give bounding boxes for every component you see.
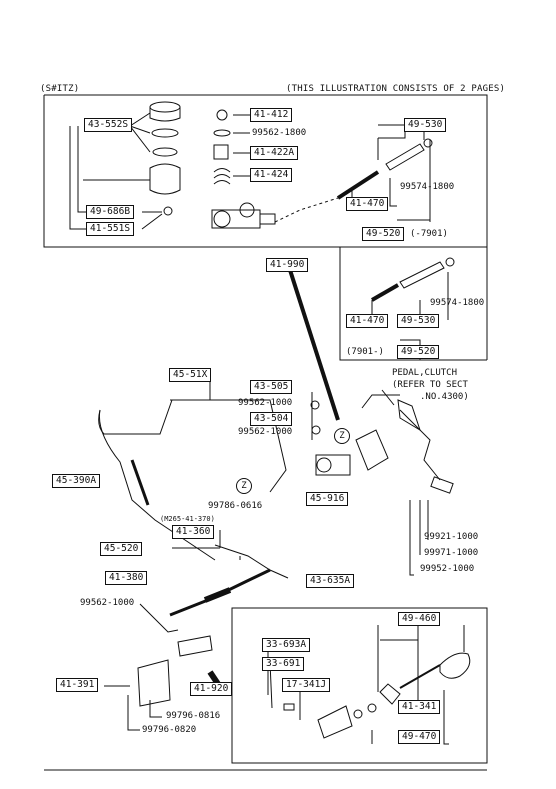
part-number-99921-1000[interactable]: 99921-1000 [424,532,479,542]
part-number-99562-1800[interactable]: 99562-1800 [252,128,307,138]
part-label-49-470[interactable]: 49-470 [398,730,441,744]
part-number-99562-1000-c[interactable]: 99562-1000 [80,598,135,608]
part-label-45-390a[interactable]: 45-390A [52,474,101,488]
pushrod [385,143,425,171]
part-label-45-51x[interactable]: 45-51X [169,368,212,382]
part-label-33-691[interactable]: 33-691 [262,657,305,671]
part-label-41-391[interactable]: 41-391 [56,678,99,692]
part-label-41-422a[interactable]: 41-422A [250,146,299,160]
superseded-part-m265-41-370: (M265-41-370) [160,515,215,523]
part-label-49-530-lower[interactable]: 49-530 [397,314,440,328]
serial-range-after-7901: (7901-) [346,347,384,357]
model-code: (S#ITZ) [40,84,80,94]
lower-master-cylinder [315,454,351,476]
part-label-41-470-lower[interactable]: 41-470 [346,314,389,328]
part-label-41-990[interactable]: 41-990 [266,258,309,272]
part-label-43-504[interactable]: 43-504 [250,412,293,426]
release-cylinder-lower [177,635,213,657]
release-cylinder-inset [317,705,353,739]
part-label-33-693a[interactable]: 33-693A [262,638,311,652]
pedal-note-line-1: PEDAL,CLUTCH [392,368,458,378]
part-label-41-424[interactable]: 41-424 [250,168,293,182]
part-label-43-635a[interactable]: 43-635A [306,574,355,588]
part-number-99796-0816[interactable]: 99796-0816 [166,711,221,721]
pedal-bracket [355,429,389,471]
bracket-41-391 [137,659,171,707]
pedal-note-line-2: (REFER TO SECT [392,380,468,390]
part-number-99971-1000[interactable]: 99971-1000 [424,548,479,558]
reservoir-body [149,163,181,195]
part-label-43-505[interactable]: 43-505 [250,380,293,394]
pages-note: (THIS ILLUSTRATION CONSISTS OF 2 PAGES) [286,84,506,94]
part-label-45-520[interactable]: 45-520 [100,542,143,556]
master-cylinder-body [211,209,261,229]
part-label-49-530-upper[interactable]: 49-530 [404,118,447,132]
part-number-99562-1000-a[interactable]: 99562-1000 [238,398,293,408]
part-label-49-520-lower[interactable]: 49-520 [397,345,440,359]
connection-marker-z-right: Z [334,428,350,444]
part-label-41-551s[interactable]: 41-551S [86,222,135,236]
pedal-note-line-3: .NO.4300) [420,392,469,402]
part-label-49-460[interactable]: 49-460 [398,612,441,626]
part-label-43-552s[interactable]: 43-552S [84,118,133,132]
part-label-49-686b[interactable]: 49-686B [86,205,135,219]
part-number-99952-1000[interactable]: 99952-1000 [420,564,475,574]
part-label-41-412[interactable]: 41-412 [250,108,293,122]
part-number-99574-1800-lower[interactable]: 99574-1800 [430,298,485,308]
part-number-99562-1000-b[interactable]: 99562-1000 [238,427,293,437]
part-label-49-520-upper[interactable]: 49-520 [362,227,405,241]
part-label-41-360[interactable]: 41-360 [172,525,215,539]
part-label-17-341j[interactable]: 17-341J [282,678,331,692]
reservoir-cap [149,101,181,113]
connection-marker-z-left: Z [236,478,252,494]
part-label-41-470-upper[interactable]: 41-470 [346,197,389,211]
part-number-99786-0616[interactable]: 99786-0616 [208,501,263,511]
part-number-99574-1800-upper[interactable]: 99574-1800 [400,182,455,192]
release-cylinder-frame [231,607,488,764]
part-label-41-341[interactable]: 41-341 [398,700,441,714]
part-number-99796-0820[interactable]: 99796-0820 [142,725,197,735]
serial-range-before-7901: (-7901) [410,229,448,239]
part-label-41-380[interactable]: 41-380 [105,571,148,585]
part-label-45-916[interactable]: 45-916 [306,492,349,506]
part-label-41-920[interactable]: 41-920 [190,682,233,696]
